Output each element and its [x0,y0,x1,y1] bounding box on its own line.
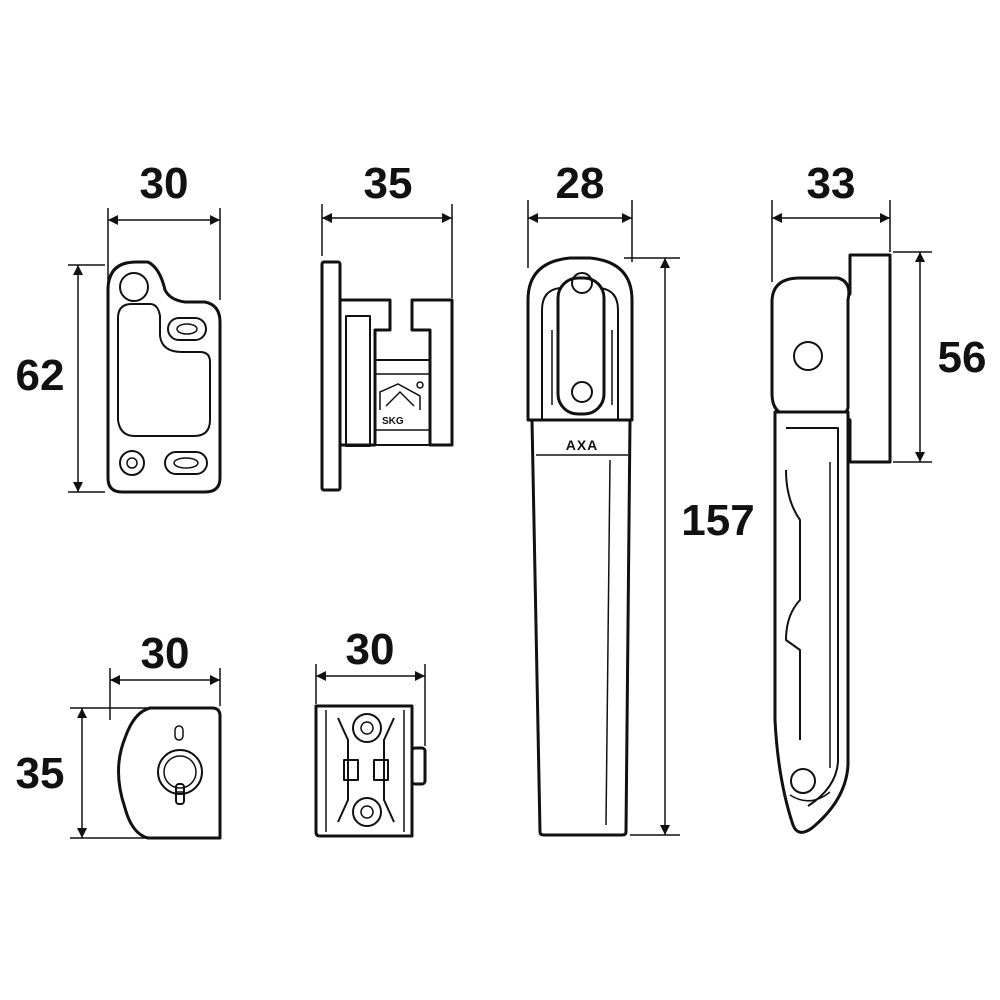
keep-width-dimension: 30 [107,159,221,300]
lock-cap-drawing [117,706,222,840]
handle-height-dimension: 157 [624,257,755,836]
skg-logo: SKG [379,381,424,427]
side-width-dimension: 33 [771,159,891,282]
lockcap-height-label: 35 [16,749,65,798]
keep-height-dimension: 62 [16,264,105,493]
keep-height-label: 62 [16,351,65,400]
handle-side-drawing [770,253,892,834]
block-width-label: 30 [346,625,395,674]
handle-width-label: 28 [556,159,605,208]
keep-plate-drawing [106,260,222,494]
skg-text: SKG [382,416,404,427]
striker-drawing: SKG [320,260,454,492]
block-drawing [314,704,427,838]
handle-front-drawing: AXA [526,256,634,837]
striker-width-label: 35 [364,159,413,208]
lockcap-height-dimension: 35 [16,707,148,839]
keep-width-label: 30 [140,159,189,208]
striker-width-dimension: 35 [321,159,453,298]
side-height-dimension: 56 [893,251,987,463]
handle-height-label: 157 [681,496,754,545]
lockcap-width-dimension: 30 [109,629,221,720]
side-height-label: 56 [938,333,987,382]
block-width-dimension: 30 [315,625,426,746]
side-width-label: 33 [807,159,856,208]
handle-width-dimension: 28 [527,159,633,268]
brand-logo: AXA [566,437,599,453]
lockcap-width-label: 30 [141,629,190,678]
